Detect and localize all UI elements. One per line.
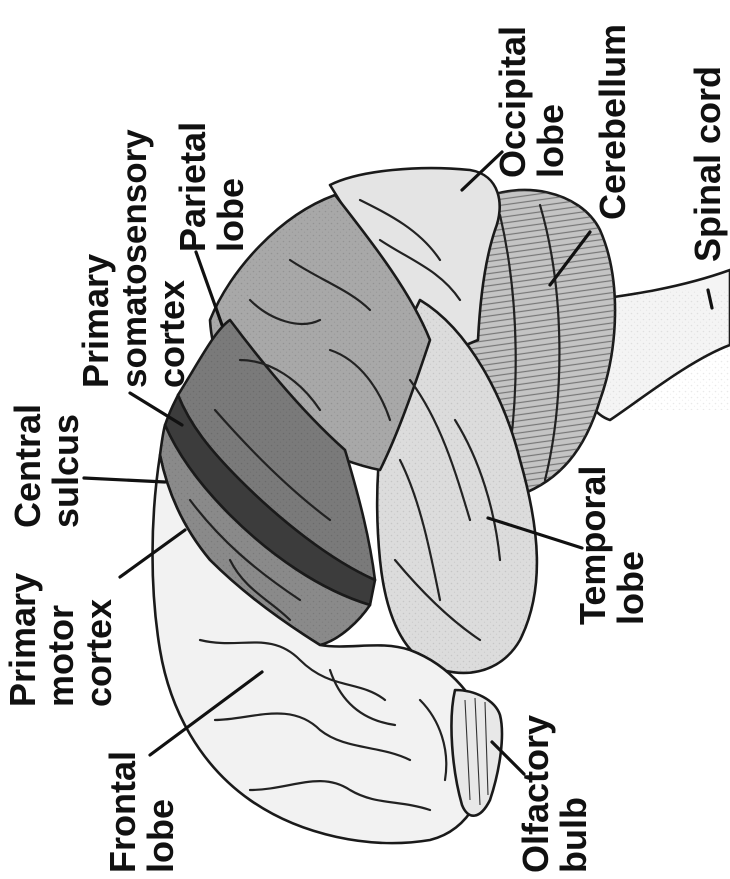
parietal-lobe-label: Parietal lobe (172, 122, 251, 252)
label-line: Central (7, 404, 48, 528)
label-line: Frontal (102, 751, 143, 873)
label-line: Spinal cord (687, 66, 728, 262)
label-line: Temporal (572, 466, 613, 625)
spinal-cord-label: Spinal cord (687, 66, 728, 262)
label-line: somatosensory (115, 129, 154, 388)
label-line: Occipital (492, 26, 533, 178)
cerebellum-label: Cerebellum (592, 24, 633, 220)
olfactory-bulb-label: Olfactory bulb (515, 715, 594, 873)
olfactory-bulb-shape (451, 690, 501, 816)
label-line: cortex (151, 280, 192, 388)
leader-parietal-lobe (196, 252, 222, 325)
label-line: lobe (610, 551, 651, 625)
label-line: bulb (553, 797, 594, 873)
label-line: motor (40, 605, 81, 707)
label-line: Olfactory (515, 715, 556, 873)
frontal-lobe-label: Frontal lobe (102, 751, 181, 873)
label-line: Primary (2, 573, 43, 707)
label-line: Parietal (172, 122, 213, 252)
label-line: lobe (140, 799, 181, 873)
label-line: cortex (78, 599, 119, 707)
primary-motor-cortex-label: Primary motor cortex (2, 573, 119, 707)
label-line: lobe (210, 178, 251, 252)
label-line: sulcus (45, 414, 86, 528)
label-line: Cerebellum (592, 24, 633, 220)
central-sulcus-label: Central sulcus (7, 404, 86, 528)
temporal-lobe-label: Temporal lobe (572, 466, 651, 625)
occipital-lobe-label: Occipital lobe (492, 26, 571, 178)
label-line: lobe (530, 104, 571, 178)
label-line: Primary (75, 254, 116, 388)
leader-central-sulcus (84, 478, 165, 482)
